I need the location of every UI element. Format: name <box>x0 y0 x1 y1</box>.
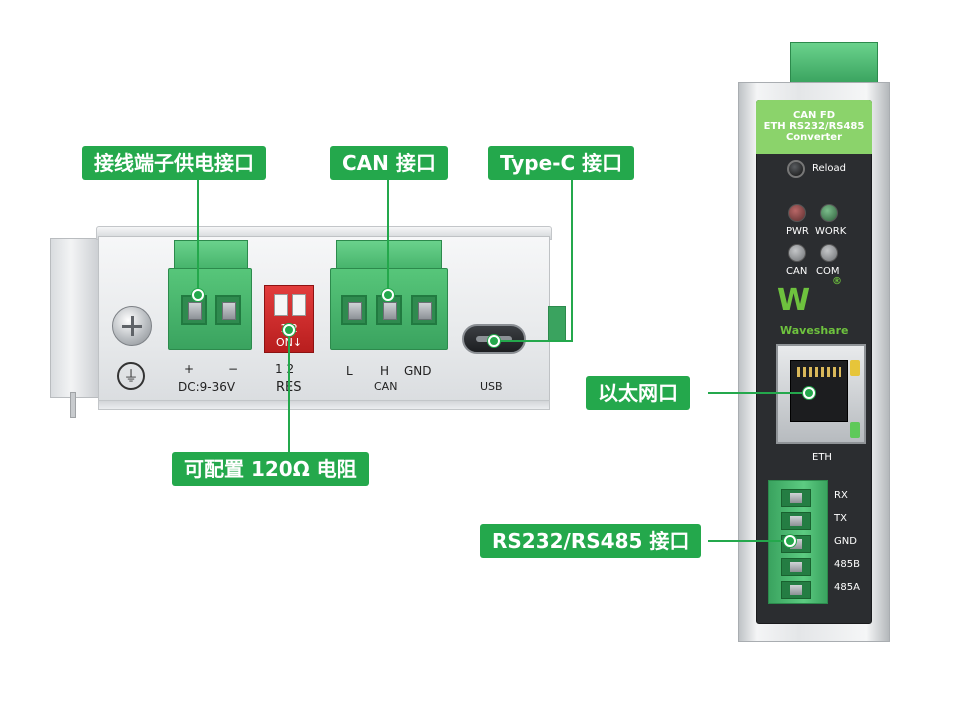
top-terminal-block <box>790 42 878 84</box>
can-terminal-slot <box>411 295 437 325</box>
dip-number-labels: 1 2 <box>275 362 295 376</box>
power-pointer-dot <box>192 289 204 301</box>
eth-pointer-dot <box>803 387 815 399</box>
pin-label-485b: 485B <box>834 559 860 570</box>
serial-terminal-block <box>768 480 828 604</box>
can-terminal-cap <box>336 240 442 270</box>
res-leader-line <box>288 330 290 452</box>
can-terminal-block <box>330 268 448 350</box>
serial-leader-line <box>708 540 790 542</box>
pin-label-rx: RX <box>834 490 848 501</box>
reload-label: Reload <box>812 163 847 174</box>
ground-icon: ⏚ <box>117 362 145 390</box>
dip-switch-2[interactable] <box>292 294 306 316</box>
serial-terminal-slot <box>781 581 811 599</box>
mounting-pin <box>70 392 76 418</box>
res-pointer-dot <box>283 324 295 336</box>
side-terminal-tab <box>548 306 566 342</box>
power-terminal-block <box>168 268 252 350</box>
can-gnd-label: GND <box>404 364 432 378</box>
power-leader-line <box>197 180 199 295</box>
callout-power-terminal: 接线端子供电接口 <box>82 146 266 180</box>
can-label: CAN <box>374 380 398 393</box>
product-label: CAN FD ETH RS232/RS485 Converter <box>756 100 872 154</box>
brand-name: Waveshare <box>780 324 849 337</box>
can-led-icon <box>788 244 806 262</box>
device-side-bracket <box>50 238 102 398</box>
callout-typec-port: Type-C 接口 <box>488 146 635 180</box>
callout-can-port: CAN 接口 <box>330 146 448 180</box>
eth-leader-line <box>708 392 808 394</box>
callout-ethernet: 以太网口 <box>586 376 690 410</box>
work-led-icon <box>820 204 838 222</box>
can-l-label: L <box>346 364 353 378</box>
power-terminal-slot <box>215 295 241 325</box>
can-leader-line <box>387 180 389 295</box>
dip-switch-1[interactable] <box>274 294 288 316</box>
typec-pointer-dot <box>488 335 500 347</box>
ground-screw-icon <box>112 306 152 346</box>
product-label-line1: CAN FD <box>792 110 836 121</box>
product-label-line3: Converter <box>785 132 843 143</box>
serial-terminal-slot <box>781 558 811 576</box>
serial-pointer-dot <box>784 535 796 547</box>
com-led-label: COM <box>816 266 840 277</box>
waveshare-logo-icon: W <box>777 282 847 322</box>
power-terminal-cap <box>174 240 248 270</box>
eth-led-green-icon <box>850 422 860 438</box>
typec-leader-line-h <box>494 340 573 342</box>
power-range-label: DC:9-36V <box>178 380 236 394</box>
power-minus-label: − <box>228 362 239 376</box>
can-led-label: CAN <box>786 266 808 277</box>
serial-terminal-slot <box>781 512 811 530</box>
serial-terminal-slot <box>781 489 811 507</box>
callout-serial: RS232/RS485 接口 <box>480 524 702 558</box>
ethernet-socket <box>790 360 848 422</box>
work-label: WORK <box>815 226 847 237</box>
pwr-led-icon <box>788 204 806 222</box>
pwr-label: PWR <box>786 226 809 237</box>
can-terminal-slot <box>341 295 367 325</box>
callout-resistor: 可配置 120Ω 电阻 <box>172 452 369 486</box>
reload-button[interactable] <box>787 160 805 178</box>
power-plus-label: + <box>184 362 195 376</box>
pin-label-485a: 485A <box>834 582 860 593</box>
com-led-icon <box>820 244 838 262</box>
can-pointer-dot <box>382 289 394 301</box>
product-label-line2: ETH RS232/RS485 <box>763 121 865 132</box>
eth-label: ETH <box>812 452 832 463</box>
logo-registered-mark: ® <box>832 276 842 287</box>
ethernet-port[interactable] <box>776 344 866 444</box>
typec-leader-line-v <box>571 180 573 341</box>
logo-mark: W <box>777 283 810 318</box>
eth-led-yellow-icon <box>850 360 860 376</box>
can-h-label: H <box>380 364 390 378</box>
device-bottom-rail <box>98 400 550 410</box>
usb-label: USB <box>480 380 503 393</box>
pin-label-gnd: GND <box>834 536 857 547</box>
pin-label-tx: TX <box>834 513 847 524</box>
